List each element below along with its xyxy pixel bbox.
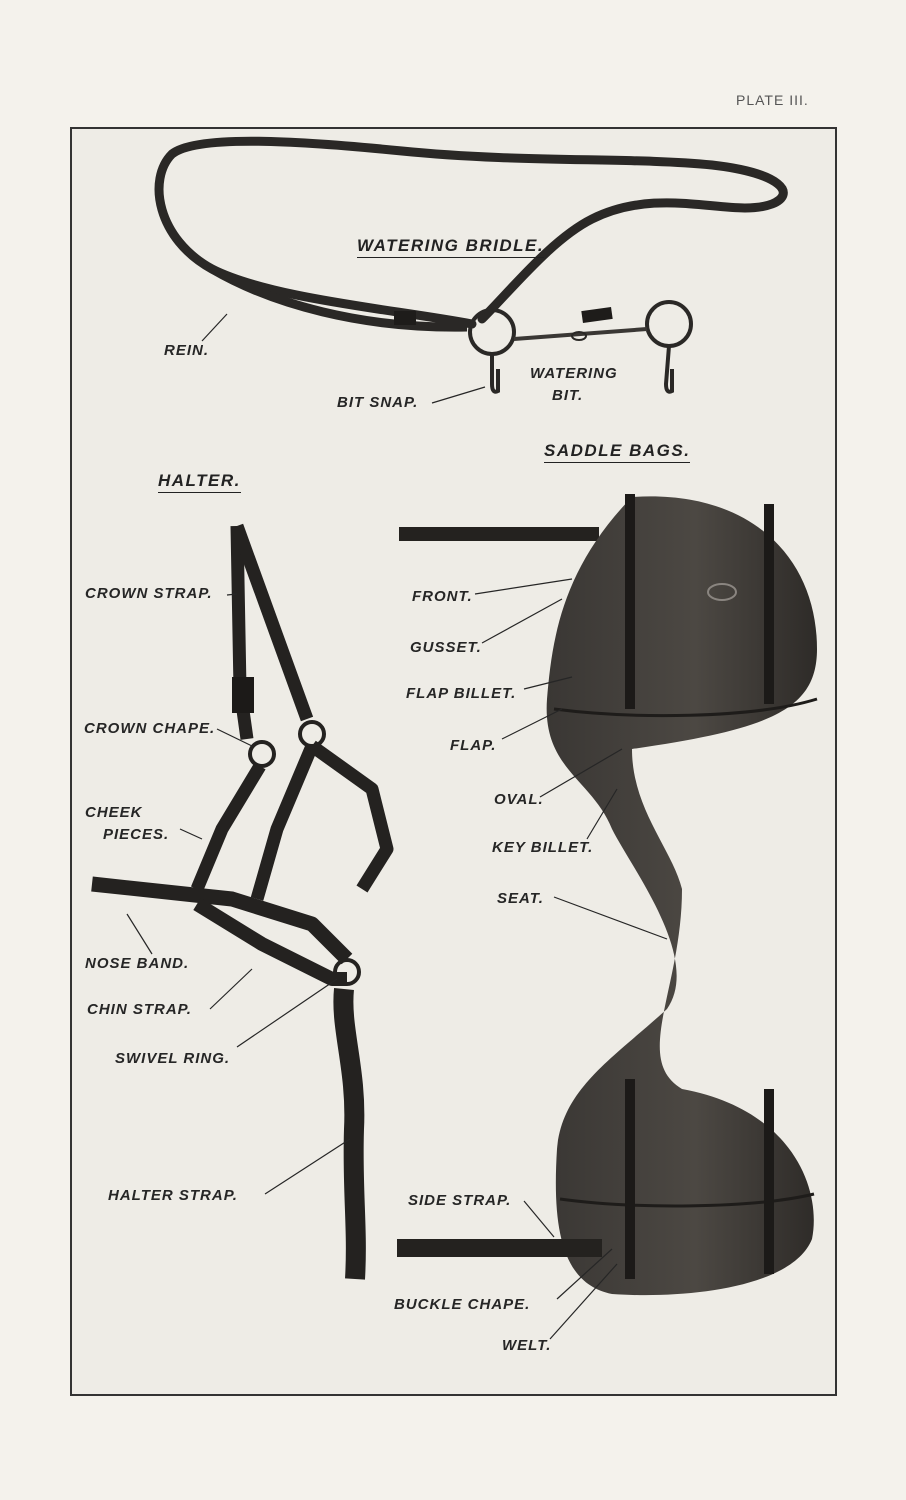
watering-bridle-title: WATERING BRIDLE. <box>357 236 545 258</box>
watering-bridle-illustration <box>154 136 788 394</box>
label-bit-snap: BIT SNAP. <box>337 394 419 411</box>
saddle-bags-illustration <box>397 494 818 1296</box>
label-crown-chape: CROWN CHAPE. <box>84 720 216 737</box>
label-watering-bit: WATERING BIT. <box>530 363 618 407</box>
saddle-bags-title: SADDLE BAGS. <box>544 441 691 463</box>
label-seat: SEAT. <box>497 890 544 907</box>
label-chin-strap: CHIN STRAP. <box>87 1001 192 1018</box>
bit-snap-right <box>663 345 674 394</box>
plate-illustration <box>91 136 818 1296</box>
label-halter-strap: HALTER STRAP. <box>108 1187 238 1204</box>
swivel-ring <box>333 958 361 986</box>
label-flap-billet: FLAP BILLET. <box>406 685 517 702</box>
bit-snap-left <box>490 354 500 394</box>
rein-keeper <box>394 311 416 325</box>
label-gusset: GUSSET. <box>410 639 482 656</box>
oval-fitting <box>707 583 737 601</box>
label-side-strap: SIDE STRAP. <box>408 1192 512 1209</box>
label-swivel-ring: SWIVEL RING. <box>115 1050 231 1067</box>
bit-ring-left <box>468 308 516 356</box>
label-welt: WELT. <box>502 1337 552 1354</box>
plate-number: PLATE III. <box>736 92 809 108</box>
cheek-piece-left <box>191 762 266 892</box>
cheek-piece-right <box>250 743 318 901</box>
label-buckle-chape: BUCKLE CHAPE. <box>394 1296 531 1313</box>
label-key-billet: KEY BILLET. <box>492 839 594 856</box>
label-flap: FLAP. <box>450 737 497 754</box>
plate-frame: WATERING BRIDLE. REIN. BIT SNAP. WATERIN… <box>70 127 837 1396</box>
halter-strap <box>333 988 366 1280</box>
rein-strap <box>154 136 788 329</box>
label-cheek-pieces: CHEEK PIECES. <box>85 802 169 846</box>
label-watering-bit-line2: BIT. <box>552 387 584 404</box>
label-oval: OVAL. <box>494 791 544 808</box>
nose-band <box>91 876 353 965</box>
label-cheek-pieces-line1: CHEEK <box>85 804 143 821</box>
saddle-bags-body <box>546 496 817 1296</box>
halter-illustration <box>91 523 394 1280</box>
label-nose-band: NOSE BAND. <box>85 955 190 972</box>
label-watering-bit-line1: WATERING <box>530 365 618 382</box>
halter-title: HALTER. <box>158 471 241 493</box>
label-rein: REIN. <box>164 342 210 359</box>
bit-ring-right <box>645 300 693 348</box>
label-cheek-pieces-line2: PIECES. <box>103 826 170 843</box>
watering-bit-mouthpiece <box>513 327 648 341</box>
label-front: FRONT. <box>412 588 473 605</box>
label-crown-strap: CROWN STRAP. <box>85 585 213 602</box>
